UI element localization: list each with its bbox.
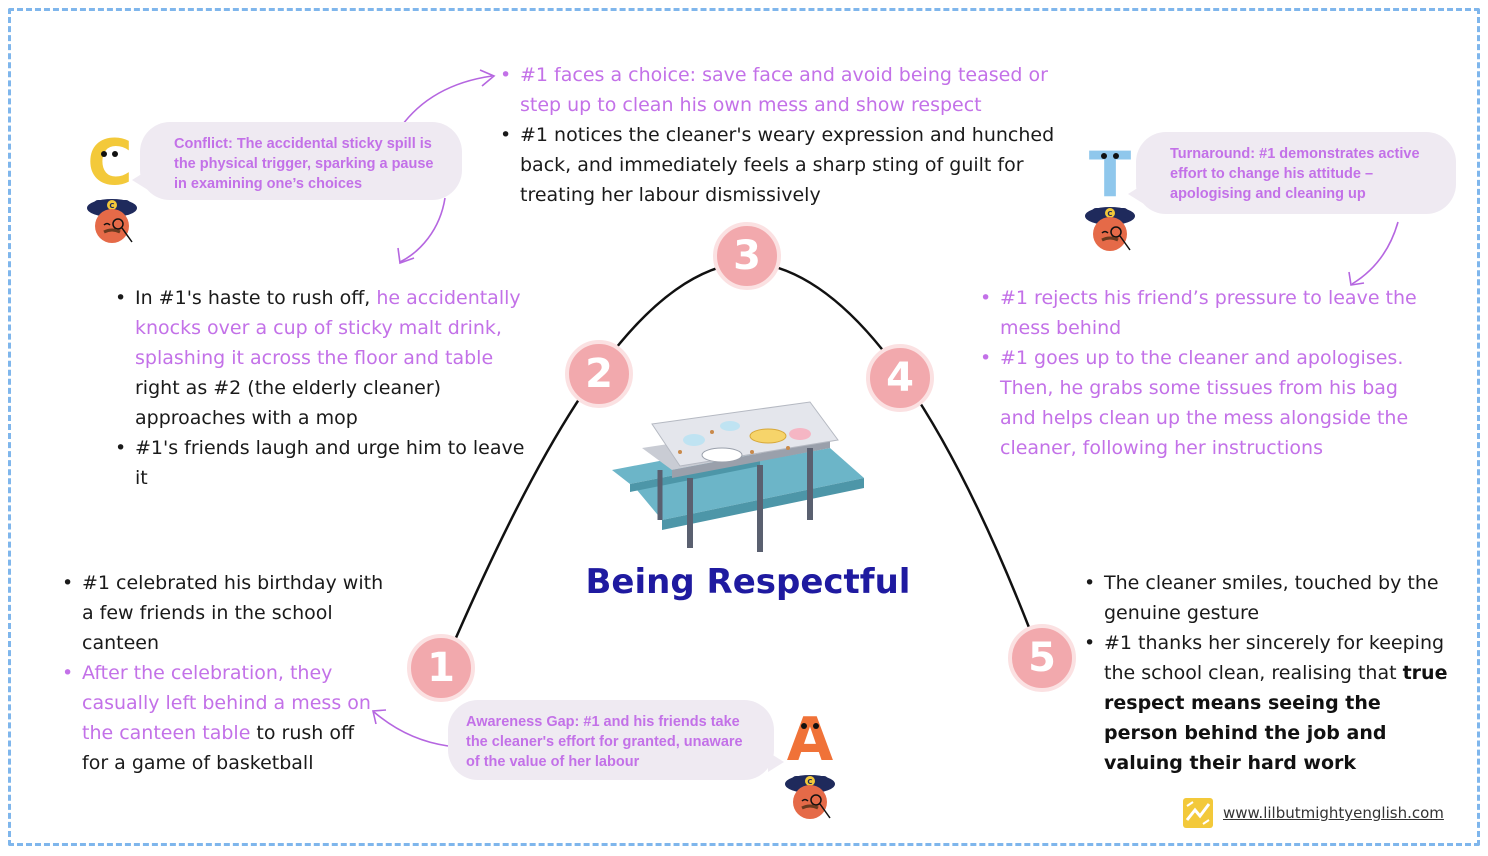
dashed-frame [8,8,1480,846]
awareness-bubble: Awareness Gap: #1 and his friends take t… [448,700,784,780]
mascot-c-letter: C C [87,128,137,243]
website-url[interactable]: www.lilbutmightyenglish.com [1223,804,1444,822]
stage-4-text: #1 rejects his friend’s pressure to leav… [980,283,1420,463]
stage-3-badge: 3 [713,222,781,290]
website-link[interactable]: www.lilbutmightyenglish.com [1183,798,1444,828]
mascot-t-glyph: T [1089,140,1131,211]
arrow-turnaround-to-stage4 [1351,221,1399,285]
turnaround-bubble: Turnaround: #1 demonstrates active effor… [1128,132,1456,214]
mascot-t-letter: T C [1085,140,1135,251]
stage-4-bullet-2: #1 goes up to the cleaner and apologises… [980,343,1420,463]
stage-2-number: 2 [585,351,613,397]
stage-1-bullet-1: #1 celebrated his birthday with a few fr… [62,568,384,658]
stage-3-bullet-2: #1 notices the cleaner's weary expressio… [500,120,1090,210]
arrow-conflict-to-stage2 [399,197,446,263]
cap-letter-2: C [1107,210,1112,218]
conflict-bubble-text: Conflict: The accidental sticky spill is… [174,136,434,192]
page-title: Being Respectful [585,562,911,602]
stage-5-number: 5 [1028,635,1056,681]
mascot-c-glyph: C [87,128,133,199]
site-logo-icon [1183,798,1213,828]
stage-5-bullet-1: The cleaner smiles, touched by the genui… [1084,568,1454,628]
cap-letter-3: C [807,778,812,786]
stage-5-badge: 5 [1008,624,1076,692]
stage-2-badge: 2 [565,340,633,408]
canteen-table-illustration [612,401,864,552]
mascot-a-letter: A C [785,705,835,819]
stage-4-bullet-1: #1 rejects his friend’s pressure to leav… [980,283,1420,343]
cap-letter-1: C [109,202,114,210]
arrow-awareness-to-stage1 [373,711,449,747]
stage-2-bullet-1: In #1's haste to rush off, he accidental… [115,283,535,433]
arrow-conflict-to-stage3 [399,75,493,129]
stage-3-number: 3 [733,233,761,279]
mascot-a-glyph: A [787,705,834,775]
stage-1-number: 1 [427,645,455,691]
stage-1-bullet-2: After the celebration, they casually lef… [62,658,384,778]
stage-2-bullet-2: #1's friends laugh and urge him to leave… [115,433,535,493]
stage-1-badge: 1 [407,634,475,702]
awareness-bubble-text: Awareness Gap: #1 and his friends take t… [466,714,743,770]
stage-1-text: #1 celebrated his birthday with a few fr… [62,568,384,778]
stage-4-number: 4 [886,355,914,401]
stage-5-text: The cleaner smiles, touched by the genui… [1084,568,1454,778]
stage-5-bullet-2: #1 thanks her sincerely for keeping the … [1084,628,1454,778]
turnaround-bubble-text: Turnaround: #1 demonstrates active effor… [1170,146,1420,202]
conflict-bubble: Conflict: The accidental sticky spill is… [132,122,462,200]
stage-2-text: In #1's haste to rush off, he accidental… [115,283,535,493]
stage-3-bullet-1: #1 faces a choice: save face and avoid b… [500,60,1090,120]
stage-4-badge: 4 [866,344,934,412]
stage-3-text: #1 faces a choice: save face and avoid b… [500,60,1090,210]
